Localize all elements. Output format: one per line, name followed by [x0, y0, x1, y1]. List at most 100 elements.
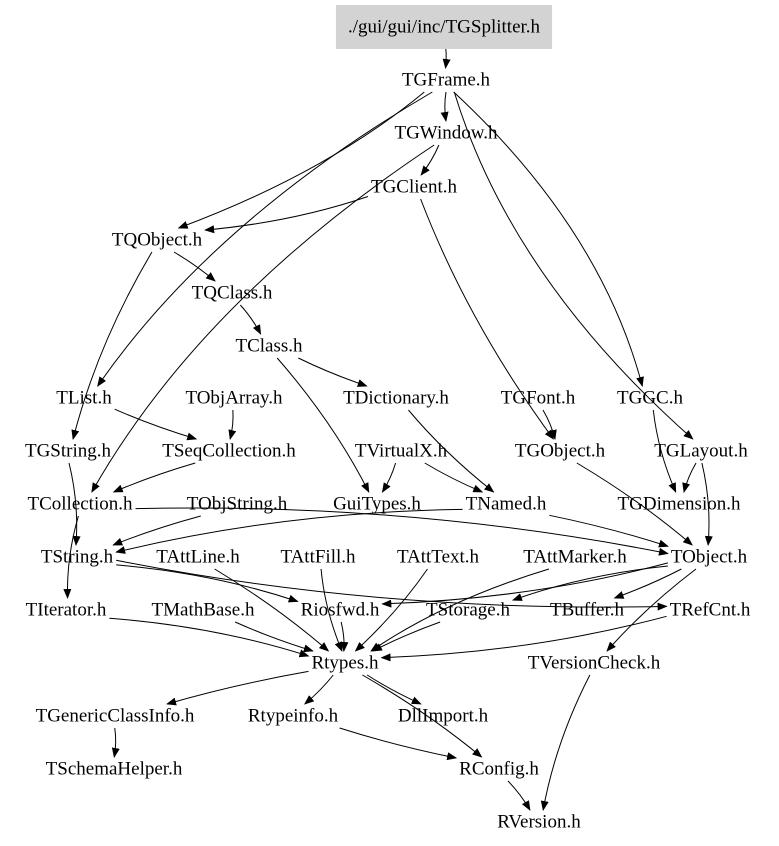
edge-n6-n9 — [298, 357, 368, 387]
edge-n34-n38 — [366, 674, 422, 705]
edge-n12-n22 — [68, 462, 81, 546]
node-n31[interactable]: TStorage.h — [426, 600, 510, 621]
edge-n14-n19 — [381, 462, 397, 493]
node-n34[interactable]: Rtypes.h — [311, 653, 379, 674]
node-n20[interactable]: TNamed.h — [466, 494, 547, 515]
node-n23[interactable]: TAttLine.h — [156, 547, 240, 568]
node-label: TObjArray.h — [185, 388, 283, 409]
node-n1[interactable]: TGFrame.h — [402, 70, 491, 91]
node-label: TList.h — [56, 388, 112, 409]
edge-n1-n4 — [177, 91, 425, 229]
edge-n26-n34 — [370, 568, 550, 652]
node-label: TGDimension.h — [618, 494, 741, 515]
node-label: TQObject.h — [112, 230, 203, 251]
node-n33[interactable]: TRefCnt.h — [670, 600, 751, 621]
node-n3[interactable]: TGClient.h — [371, 177, 458, 198]
node-n2[interactable]: TGWindow.h — [394, 123, 498, 144]
edge-n16-n21 — [682, 462, 697, 493]
node-n5[interactable]: TQClass.h — [192, 283, 273, 304]
node-label: TVirtualX.h — [355, 441, 448, 462]
node-n6[interactable]: TClass.h — [235, 336, 303, 357]
node-n7[interactable]: TList.h — [56, 388, 112, 409]
node-label: TGLayout.h — [654, 441, 748, 462]
edge-n1-n2 — [440, 91, 449, 122]
edge-n2-n17 — [91, 144, 435, 493]
edge-n18-n22 — [112, 515, 201, 546]
node-n24[interactable]: TAttFill.h — [280, 547, 356, 568]
node-label: TAttText.h — [397, 547, 480, 568]
node-n40[interactable]: RConfig.h — [459, 759, 539, 780]
edge-n10-n15 — [542, 409, 557, 440]
node-n22[interactable]: TString.h — [41, 547, 114, 568]
node-label: TStorage.h — [426, 600, 510, 621]
node-label: ./gui/gui/inc/TGSplitter.h — [348, 17, 541, 38]
node-n19[interactable]: GuiTypes.h — [333, 494, 421, 515]
root-node-box — [335, 5, 553, 49]
node-n13[interactable]: TSeqCollection.h — [162, 441, 296, 462]
node-n11[interactable]: TGGC.h — [617, 388, 683, 409]
node-n9[interactable]: TDictionary.h — [343, 388, 449, 409]
node-label: TGenericClassInfo.h — [36, 706, 195, 727]
edge-n34-n40 — [362, 674, 483, 758]
node-n10[interactable]: TGFont.h — [501, 388, 576, 409]
node-n28[interactable]: TIterator.h — [26, 600, 107, 621]
node-n35[interactable]: TVersionCheck.h — [528, 653, 661, 674]
edge-n34-n37 — [304, 674, 334, 705]
node-label: TString.h — [41, 547, 114, 568]
edge-n28-n34 — [109, 617, 310, 658]
node-n0[interactable]: ./gui/gui/inc/TGSplitter.h — [335, 5, 553, 49]
node-label: TMathBase.h — [152, 600, 255, 621]
node-n16[interactable]: TGLayout.h — [654, 441, 748, 462]
node-n8[interactable]: TObjArray.h — [185, 388, 283, 409]
node-n26[interactable]: TAttMarker.h — [523, 547, 627, 568]
node-n37[interactable]: Rtypeinfo.h — [248, 706, 339, 727]
edge-n16-n27 — [701, 462, 713, 546]
edge-n6-n19 — [276, 357, 370, 493]
node-n15[interactable]: TGObject.h — [515, 441, 606, 462]
edge-n11-n21 — [652, 409, 677, 493]
node-n18[interactable]: TObjString.h — [187, 494, 288, 515]
node-label: TGWindow.h — [394, 123, 498, 144]
node-n27[interactable]: TObject.h — [671, 547, 748, 568]
edge-n36-n39 — [111, 727, 120, 758]
node-n36[interactable]: TGenericClassInfo.h — [36, 706, 195, 727]
edge-n3-n15 — [420, 198, 554, 440]
node-n21[interactable]: TGDimension.h — [618, 494, 741, 515]
node-n39[interactable]: TSchemaHelper.h — [46, 759, 183, 780]
node-n38[interactable]: DllImport.h — [398, 706, 489, 727]
node-n32[interactable]: TBuffer.h — [550, 600, 625, 621]
node-label: TSeqCollection.h — [162, 441, 296, 462]
node-n30[interactable]: Riosfwd.h — [301, 600, 380, 621]
node-label: TAttFill.h — [280, 547, 356, 568]
node-label: Riosfwd.h — [301, 600, 380, 621]
edge-n27-n30 — [381, 562, 669, 608]
node-label: TAttLine.h — [156, 547, 240, 568]
node-n41[interactable]: RVersion.h — [497, 812, 581, 833]
edge-n29-n34 — [234, 621, 314, 653]
node-label: TCollection.h — [27, 494, 133, 515]
edge-n1-n11 — [453, 91, 644, 387]
edge-n14-n20 — [424, 462, 484, 493]
node-label: TVersionCheck.h — [528, 653, 661, 674]
node-n29[interactable]: TMathBase.h — [152, 600, 255, 621]
node-label: RVersion.h — [497, 812, 581, 833]
edge-n35-n41 — [540, 674, 591, 811]
edge-n4-n12 — [71, 251, 153, 440]
node-label: TBuffer.h — [550, 600, 625, 621]
node-label: TQClass.h — [192, 283, 273, 304]
edge-layer — [63, 38, 713, 811]
edge-n5-n6 — [240, 304, 262, 335]
node-n17[interactable]: TCollection.h — [27, 494, 133, 515]
edge-n30-n34 — [340, 621, 349, 652]
node-n4[interactable]: TQObject.h — [112, 230, 203, 251]
edge-n22-n30 — [116, 564, 299, 603]
node-n12[interactable]: TGString.h — [25, 441, 112, 462]
edge-n9-n20 — [408, 409, 495, 493]
edge-n33-n34 — [380, 615, 667, 662]
node-n25[interactable]: TAttText.h — [397, 547, 480, 568]
node-label: RConfig.h — [459, 759, 539, 780]
node-n14[interactable]: TVirtualX.h — [355, 441, 448, 462]
node-label: TGFont.h — [501, 388, 576, 409]
edge-n34-n36 — [166, 670, 309, 706]
